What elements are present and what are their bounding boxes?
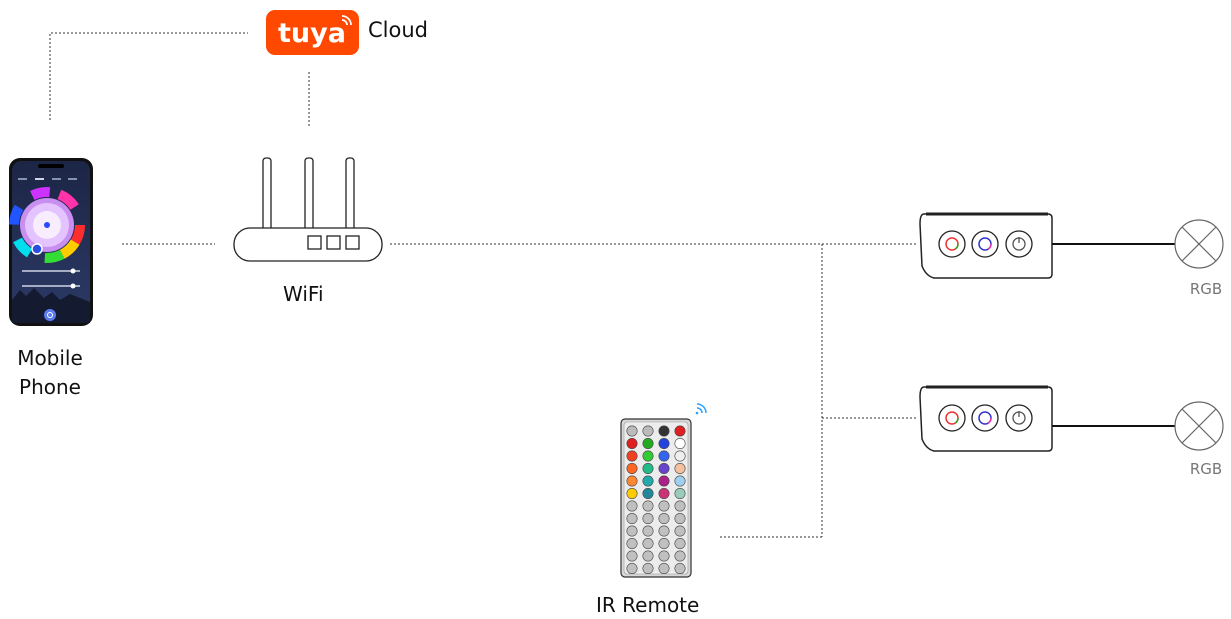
remote-button (642, 550, 654, 562)
remote-button (674, 437, 686, 449)
remote-button (626, 550, 638, 562)
ir-remote-label: IR Remote (596, 593, 700, 617)
remote-button (626, 450, 638, 462)
remote-button (642, 487, 654, 499)
led-controller-1 (919, 212, 1053, 279)
remote-button (658, 562, 670, 574)
mobile-phone-icon (9, 158, 93, 326)
remote-button (658, 425, 670, 437)
remote-button (642, 475, 654, 487)
remote-button (626, 425, 638, 437)
remote-button (674, 425, 686, 437)
remote-button (642, 512, 654, 524)
connection-lines (49, 32, 918, 538)
remote-button (642, 500, 654, 512)
remote-button (674, 487, 686, 499)
remote-button (658, 437, 670, 449)
remote-button (658, 500, 670, 512)
led-controller-2 (919, 385, 1053, 452)
remote-button (674, 500, 686, 512)
remote-button (674, 475, 686, 487)
remote-button (626, 562, 638, 574)
remote-button (626, 475, 638, 487)
remote-button (642, 450, 654, 462)
tuya-brand-text: tuya (278, 18, 346, 49)
remote-button (626, 537, 638, 549)
mobile-phone-label-line2: Phone (19, 375, 81, 399)
remote-button (642, 562, 654, 574)
remote-button (674, 562, 686, 574)
remote-button (642, 437, 654, 449)
wifi-router-label: WiFi (283, 282, 324, 306)
remote-button (642, 462, 654, 474)
mobile-phone-label: Mobile Phone (0, 344, 100, 402)
remote-button (658, 512, 670, 524)
remote-button (626, 512, 638, 524)
rgb-load-label-1: RGB (1189, 280, 1223, 298)
lamp-icon (1174, 401, 1224, 451)
remote-button (674, 550, 686, 562)
ir-remote-icon (620, 403, 707, 578)
remote-button (658, 450, 670, 462)
remote-button (626, 462, 638, 474)
lamp-icon (1174, 219, 1224, 269)
remote-button (626, 437, 638, 449)
remote-button (626, 500, 638, 512)
phone-cloud-link (49, 32, 248, 120)
remote-button (626, 525, 638, 537)
remote-button (674, 462, 686, 474)
remote-button (674, 537, 686, 549)
remote-button (642, 525, 654, 537)
remote-button (658, 487, 670, 499)
tuya-logo-icon: tuya (266, 10, 359, 55)
rgb-load-label-2: RGB (1189, 460, 1223, 478)
remote-button (658, 537, 670, 549)
remote-button (658, 475, 670, 487)
remote-button (642, 425, 654, 437)
remote-button (674, 525, 686, 537)
remote-button (658, 550, 670, 562)
remote-button (658, 462, 670, 474)
remote-button (626, 487, 638, 499)
mobile-phone-label-line1: Mobile (17, 346, 83, 370)
remote-button (674, 512, 686, 524)
remote-button (658, 525, 670, 537)
remote-button (642, 537, 654, 549)
cloud-label: Cloud (368, 18, 428, 42)
remote-button (674, 450, 686, 462)
wifi-router-icon (233, 157, 383, 262)
